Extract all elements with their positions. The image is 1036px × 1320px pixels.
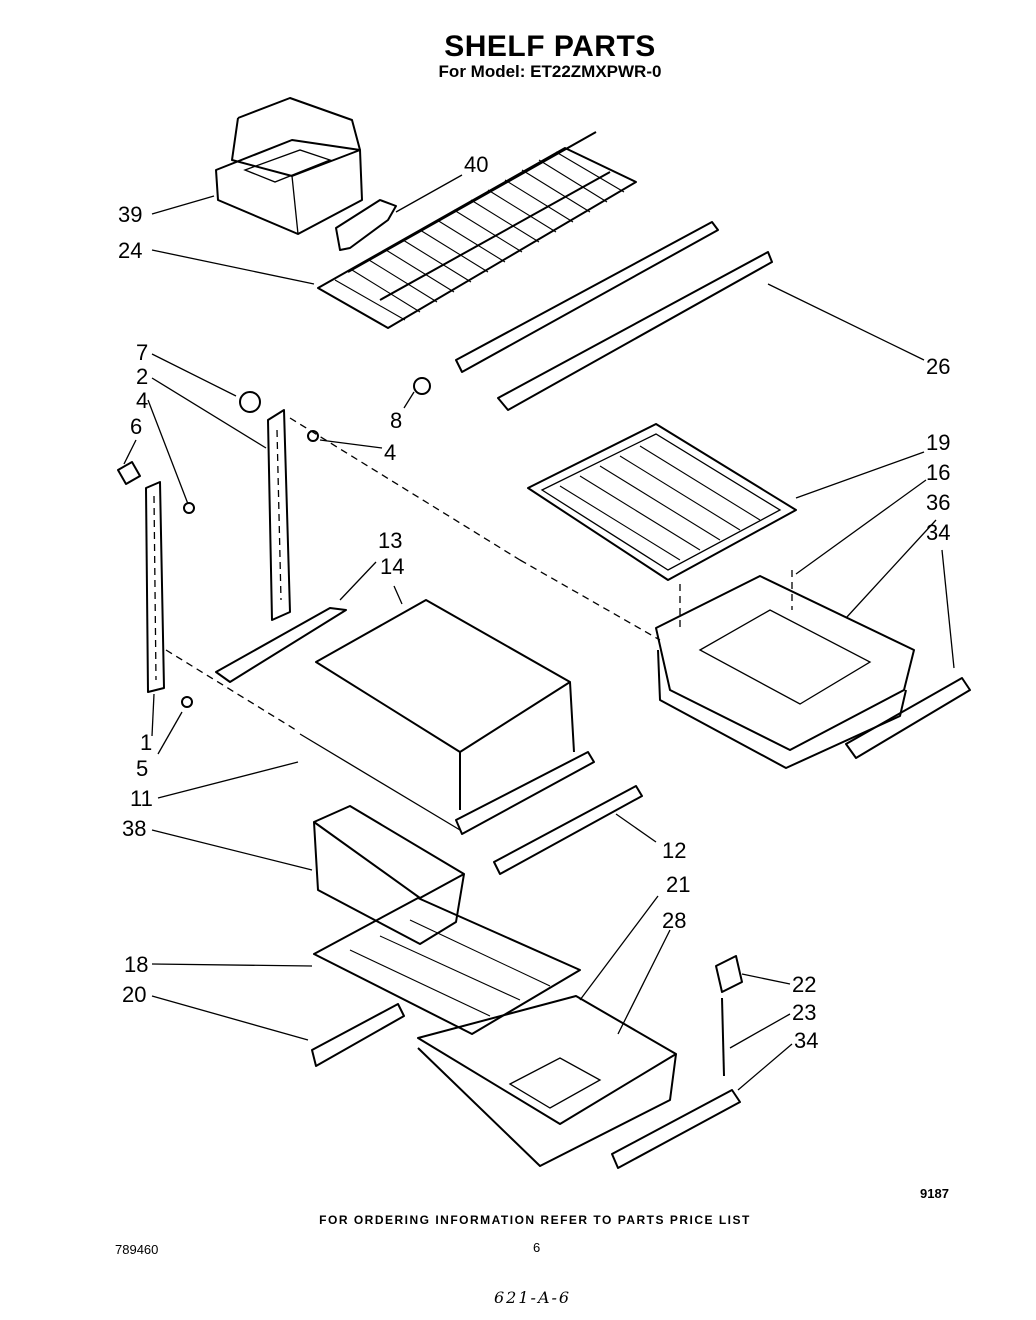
callout-34-lower: 34: [794, 1028, 818, 1053]
part-39-bin: [215, 97, 363, 235]
part-5-screw: [181, 696, 193, 708]
part-38-bin: [313, 805, 465, 945]
page-number: 6: [533, 1240, 541, 1255]
part-4-screw-left: [183, 502, 195, 514]
callout-11: 11: [130, 786, 153, 811]
part-16-36-crisper: [655, 570, 915, 769]
part-6-cap: [117, 461, 141, 485]
callout-40: 40: [464, 152, 488, 177]
callout-36: 36: [926, 490, 950, 515]
callout-34-right: 34: [926, 520, 950, 545]
part-1-rail: [145, 481, 165, 693]
part-18-shelf: [313, 897, 581, 1035]
part-4-screw-right: [307, 430, 319, 442]
callout-38: 38: [122, 816, 146, 841]
callout-23: 23: [792, 1000, 816, 1025]
callout-16: 16: [926, 460, 950, 485]
callout-28: 28: [662, 908, 686, 933]
callout-18: 18: [124, 952, 148, 977]
callout-8: 8: [390, 408, 402, 433]
callout-14: 14: [380, 554, 404, 579]
callout-7: 7: [136, 340, 148, 365]
page-title: SHELF PARTS: [444, 30, 656, 63]
callout-4-left: 4: [136, 388, 148, 413]
doc-number: 789460: [115, 1242, 159, 1257]
part-26-trim: [455, 221, 773, 411]
callout-24: 24: [118, 238, 142, 263]
part-34-trim-right: [845, 677, 971, 759]
callout-20: 20: [122, 982, 146, 1007]
callout-5: 5: [136, 756, 148, 781]
callout-2: 2: [136, 364, 148, 389]
part-8-clip: [413, 377, 431, 395]
callout-13: 13: [378, 528, 402, 553]
part-24-wire-shelf: [317, 131, 637, 329]
part-21-28-crisper: [417, 995, 677, 1167]
callout-22: 22: [792, 972, 816, 997]
callout-26: 26: [926, 354, 950, 379]
handwritten-ref: 621-A-6: [494, 1288, 572, 1307]
leader-lines: [123, 174, 955, 1091]
diagram-code: 9187: [920, 1186, 949, 1201]
model-subtitle: For Model: ET22ZMXPWR-0: [438, 62, 662, 81]
ordering-note: FOR ORDERING INFORMATION REFER TO PARTS …: [319, 1213, 751, 1227]
part-19-shelf: [527, 423, 797, 581]
callout-12: 12: [662, 838, 686, 863]
part-20-trim: [311, 1003, 405, 1067]
part-2-rail: [267, 409, 291, 621]
callout-19: 19: [926, 430, 950, 455]
part-40-bracket: [335, 199, 397, 251]
callout-39: 39: [118, 202, 142, 227]
callout-4-right: 4: [384, 440, 396, 465]
callout-1: 1: [140, 730, 152, 755]
part-13-14-center-shelf: [165, 417, 661, 875]
callout-6: 6: [130, 414, 142, 439]
part-22-23-control: [715, 955, 743, 1077]
part-7-cap: [239, 391, 261, 413]
part-34-trim-lower: [611, 1089, 741, 1169]
callout-21: 21: [666, 872, 690, 897]
